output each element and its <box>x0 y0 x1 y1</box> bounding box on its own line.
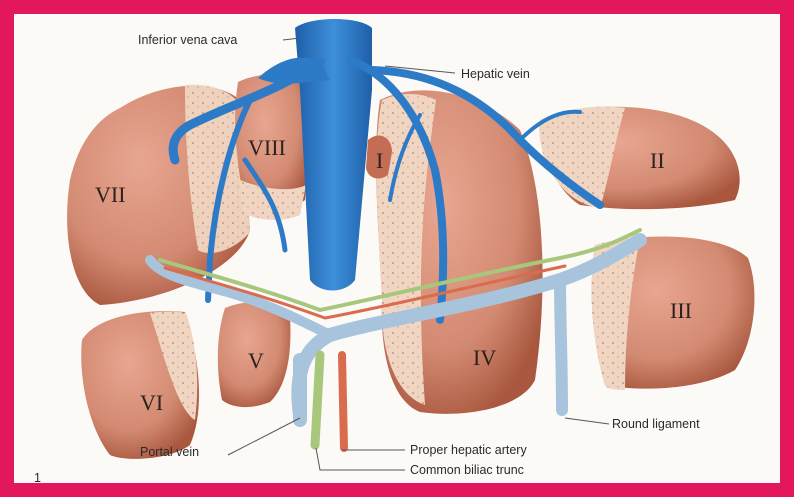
label-round-ligament: Round ligament <box>612 417 700 431</box>
segment-label-i-mark: I <box>376 148 383 173</box>
page-mark: 1 <box>34 471 41 485</box>
segment-label-ii: II <box>650 148 665 173</box>
segment-label-iii: III <box>670 298 692 323</box>
label-hepatic-vein: Hepatic vein <box>461 67 530 81</box>
segment-label-vi: VI <box>140 390 163 415</box>
label-inferior-vena-cava: Inferior vena cava <box>138 33 237 47</box>
segment-label-iv: IV <box>473 345 496 370</box>
label-portal-vein: Portal vein <box>140 445 199 459</box>
segment-vi <box>81 311 199 459</box>
segment-label-viii: VIII <box>248 135 286 160</box>
label-proper-hepatic-artery: Proper hepatic artery <box>410 443 527 457</box>
segment-label-v: V <box>248 348 264 373</box>
segment-ii <box>539 107 739 210</box>
segment-label-vii: VII <box>95 182 126 207</box>
label-common-biliac-trunc: Common biliac trunc <box>410 463 524 477</box>
